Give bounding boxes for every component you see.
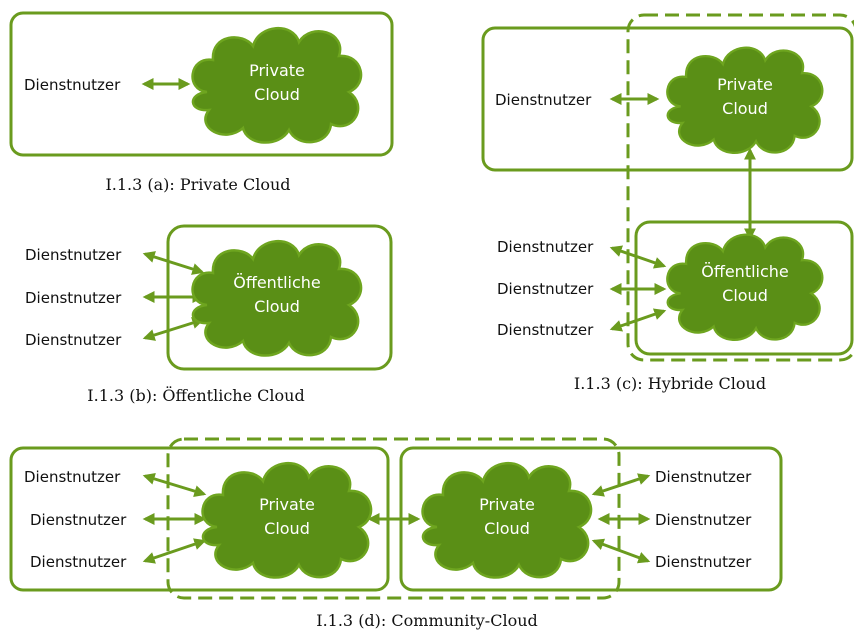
private-cloud-frame (9, 11, 394, 157)
service-user-label: Dienstnutzer (495, 91, 592, 109)
service-user-label: Dienstnutzer (25, 289, 122, 307)
bidirectional-arrow (609, 245, 667, 269)
service-user-label: Dienstnutzer (25, 331, 122, 349)
cloud-title-line1: Private (479, 495, 535, 514)
panel-private-cloud: Dienstnutzer Private Cloud I.1.3 (a): Pr… (9, 11, 394, 194)
service-user-label: Dienstnutzer (24, 76, 121, 94)
caption-d: I.1.3 (d): Community-Cloud (316, 611, 538, 630)
cloud-title-line2: Cloud (722, 99, 768, 118)
service-user-label: Dienstnutzer (497, 280, 594, 298)
bidirectional-arrow (142, 473, 207, 497)
service-user-label: Dienstnutzer (30, 553, 127, 571)
bidirectional-arrow (142, 251, 205, 275)
cloud-title-line1: Private (259, 495, 315, 514)
bidirectional-arrow (142, 538, 207, 564)
cloud-title-line2: Cloud (484, 519, 530, 538)
cloud-title-line2: Cloud (254, 297, 300, 316)
service-user-label: Dienstnutzer (655, 553, 752, 571)
bidirectional-arrow (609, 308, 667, 332)
service-user-label: Dienstnutzer (655, 511, 752, 529)
private-cloud-frame (481, 26, 854, 172)
cloud-title-line1: Öffentliche (701, 262, 789, 281)
cloud-title-line1: Private (717, 75, 773, 94)
cloud-title-line2: Cloud (722, 286, 768, 305)
cloud-title-line1: Öffentliche (233, 273, 321, 292)
caption-b: I.1.3 (b): Öffentliche Cloud (87, 385, 304, 405)
service-user-label: Dienstnutzer (497, 321, 594, 339)
panel-public-cloud: Dienstnutzer Dienstnutzer Dienstnutzer Ö… (25, 224, 393, 405)
service-user-label: Dienstnutzer (25, 246, 122, 264)
cloud-title-line2: Cloud (254, 85, 300, 104)
bidirectional-arrow (591, 538, 651, 564)
cloud-title-line2: Cloud (264, 519, 310, 538)
hybrid-dashed-boundary (626, 13, 854, 362)
service-user-label: Dienstnutzer (24, 468, 121, 486)
cloud-title-line1: Private (249, 61, 305, 80)
panel-hybrid-cloud: Dienstnutzer Dienstnutzer Dienstnutzer D… (481, 13, 854, 393)
caption-c: I.1.3 (c): Hybride Cloud (574, 374, 766, 393)
bidirectional-arrow (142, 317, 205, 341)
service-user-label: Dienstnutzer (497, 238, 594, 256)
caption-a: I.1.3 (a): Private Cloud (105, 175, 290, 194)
service-user-label: Dienstnutzer (655, 468, 752, 486)
bidirectional-arrow (591, 473, 651, 497)
service-user-label: Dienstnutzer (30, 511, 127, 529)
panel-community-cloud: Dienstnutzer Dienstnutzer Dienstnutzer D… (9, 437, 783, 630)
